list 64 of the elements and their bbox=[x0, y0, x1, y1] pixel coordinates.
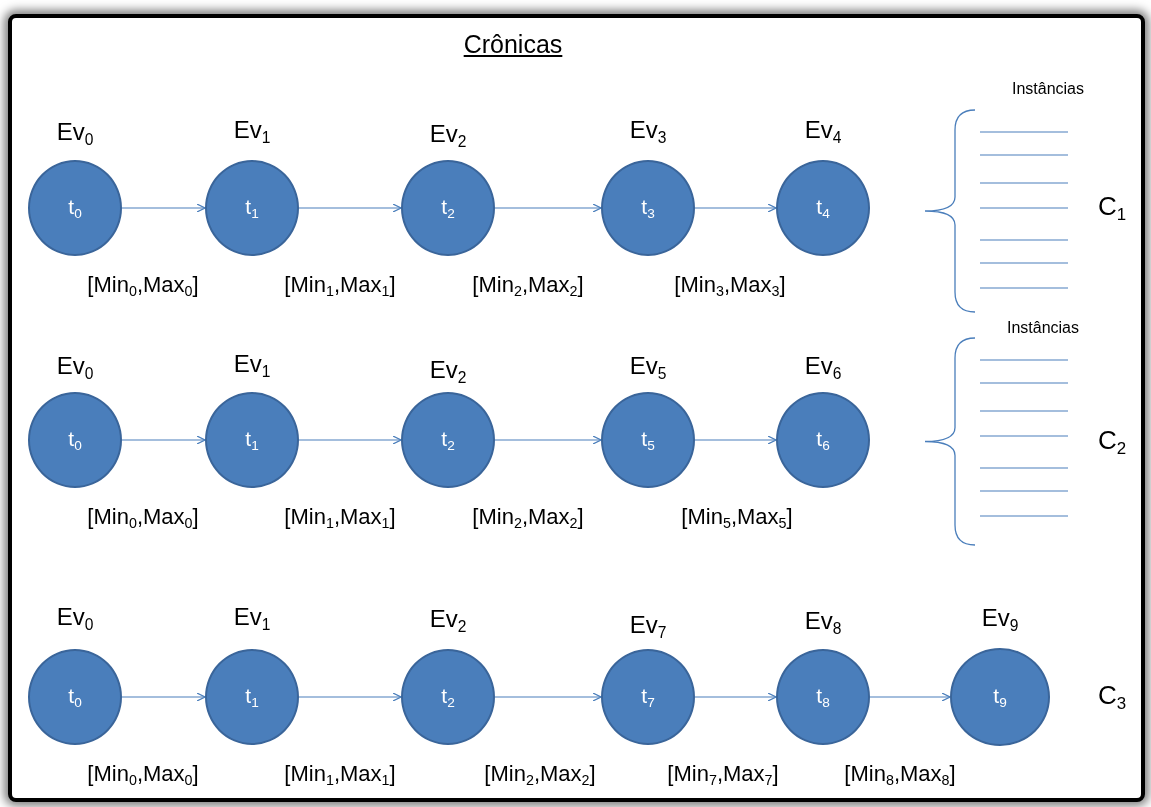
diagram-title: Crônicas bbox=[463, 30, 563, 59]
arrow bbox=[121, 203, 206, 213]
event-label: Ev$_{9}$ bbox=[981, 604, 1019, 635]
time-label: t$_{7}$ bbox=[641, 683, 655, 711]
time-label: t$_{5}$ bbox=[641, 426, 655, 454]
event-label: Ev$_{0}$ bbox=[56, 352, 94, 383]
arrow bbox=[494, 692, 602, 702]
arrow bbox=[298, 692, 402, 702]
event-label: Ev$_{7}$ bbox=[629, 611, 667, 642]
interval-label: [Min$_{3}$,Max$_{3}$] bbox=[674, 272, 786, 300]
time-label: t$_{0}$ bbox=[68, 683, 82, 711]
arrow bbox=[494, 203, 602, 213]
time-label: t$_{1}$ bbox=[245, 426, 259, 454]
arrow bbox=[869, 692, 951, 702]
interval-label: [Min$_{2}$,Max$_{2}$] bbox=[472, 504, 584, 532]
interval-label: [Min$_{2}$,Max$_{2}$] bbox=[472, 272, 584, 300]
event-label: Ev$_{4}$ bbox=[804, 116, 842, 147]
time-label: t$_{9}$ bbox=[993, 683, 1007, 711]
event-label: Ev$_{0}$ bbox=[56, 118, 94, 149]
arrow bbox=[494, 435, 602, 445]
interval-label: [Min$_{2}$,Max$_{2}$] bbox=[484, 761, 596, 789]
chronicle-label: C$_{3}$ bbox=[1097, 679, 1127, 715]
interval-label: [Min$_{5}$,Max$_{5}$] bbox=[681, 504, 793, 532]
time-label: t$_{1}$ bbox=[245, 194, 259, 222]
time-label: t$_{3}$ bbox=[641, 194, 655, 222]
event-label: Ev$_{0}$ bbox=[56, 603, 94, 634]
arrow bbox=[121, 435, 206, 445]
event-label: Ev$_{5}$ bbox=[629, 352, 667, 383]
time-label: t$_{6}$ bbox=[816, 426, 830, 454]
time-label: t$_{0}$ bbox=[68, 426, 82, 454]
interval-label: [Min$_{1}$,Max$_{1}$] bbox=[284, 504, 396, 532]
time-label: t$_{0}$ bbox=[68, 194, 82, 222]
time-label: t$_{2}$ bbox=[441, 683, 455, 711]
time-label: t$_{8}$ bbox=[816, 683, 830, 711]
time-label: t$_{2}$ bbox=[441, 194, 455, 222]
arrow bbox=[298, 435, 402, 445]
arrow bbox=[121, 692, 206, 702]
time-label: t$_{2}$ bbox=[441, 426, 455, 454]
interval-label: [Min$_{1}$,Max$_{1}$] bbox=[284, 761, 396, 789]
interval-label: [Min$_{0}$,Max$_{0}$] bbox=[87, 504, 199, 532]
arrow bbox=[298, 203, 402, 213]
time-label: t$_{1}$ bbox=[245, 683, 259, 711]
event-label: Ev$_{2}$ bbox=[429, 605, 467, 636]
event-label: Ev$_{6}$ bbox=[804, 352, 842, 383]
chronicle-label: C$_{2}$ bbox=[1097, 424, 1127, 460]
interval-label: [Min$_{0}$,Max$_{0}$] bbox=[87, 272, 199, 300]
arrow bbox=[694, 203, 777, 213]
instances-heading: Instâncias bbox=[1007, 319, 1079, 337]
event-label: Ev$_{3}$ bbox=[629, 116, 667, 147]
instances-heading: Instâncias bbox=[1012, 80, 1084, 98]
arrow bbox=[694, 435, 777, 445]
event-label: Ev$_{2}$ bbox=[429, 120, 467, 151]
event-label: Ev$_{2}$ bbox=[429, 356, 467, 387]
time-label: t$_{4}$ bbox=[816, 194, 830, 222]
interval-label: [Min$_{7}$,Max$_{7}$] bbox=[667, 761, 779, 789]
interval-label: [Min$_{8}$,Max$_{8}$] bbox=[844, 761, 956, 789]
interval-label: [Min$_{0}$,Max$_{0}$] bbox=[87, 761, 199, 789]
event-label: Ev$_{1}$ bbox=[233, 116, 271, 147]
chronicle-label: C$_{1}$ bbox=[1097, 190, 1127, 226]
event-label: Ev$_{1}$ bbox=[233, 350, 271, 381]
arrow bbox=[694, 692, 777, 702]
event-label: Ev$_{8}$ bbox=[804, 607, 842, 638]
interval-label: [Min$_{1}$,Max$_{1}$] bbox=[284, 272, 396, 300]
event-label: Ev$_{1}$ bbox=[233, 603, 271, 634]
